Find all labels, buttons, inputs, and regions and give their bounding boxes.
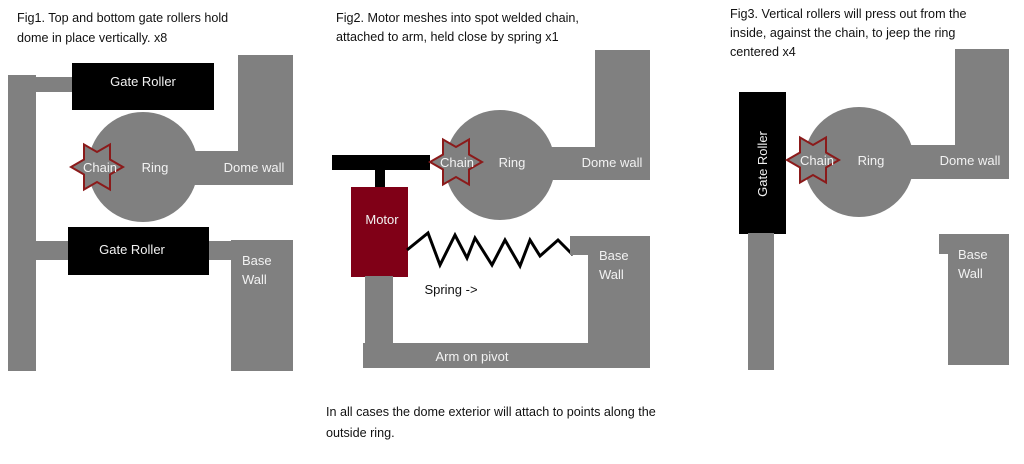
footer-note-line-2: outside ring. — [326, 426, 395, 440]
figure-1: Fig1. Top and bottom gate rollers hold d… — [8, 11, 293, 371]
dome-wall-vertical — [595, 50, 650, 150]
bottom-connector — [8, 241, 70, 260]
footer-note-line-1: In all cases the dome exterior will atta… — [326, 405, 656, 419]
fig3-caption-line-3: centered x4 — [730, 45, 796, 59]
chain-label: Chain — [440, 155, 474, 170]
fig1-caption-line-2: dome in place vertically. x8 — [17, 31, 167, 45]
ring-label: Ring — [858, 153, 885, 168]
spring-label: Spring -> — [424, 282, 477, 297]
base-wall-notch — [570, 236, 590, 255]
dome-wall — [548, 147, 650, 180]
figure-3: Fig3. Vertical rollers will press out fr… — [730, 7, 1009, 370]
fig2-caption-line-2: attached to arm, held close by spring x1 — [336, 30, 559, 44]
base-wall — [948, 234, 1009, 365]
top-gate-roller-label: Gate Roller — [110, 74, 176, 89]
motor — [351, 187, 408, 277]
ring — [804, 107, 914, 217]
vertical-gate-roller-label: Gate Roller — [755, 130, 770, 196]
base-wall-label-2: Wall — [599, 267, 624, 282]
dome-wall-vertical — [955, 49, 1009, 149]
dome-wall — [908, 145, 1009, 179]
base-wall-label-1: Base — [958, 247, 988, 262]
chain-star-icon — [784, 135, 842, 185]
ring-label: Ring — [499, 155, 526, 170]
chain-label: Chain — [800, 153, 834, 168]
motor-stem — [375, 169, 385, 188]
vertical-gate-roller — [739, 92, 786, 234]
chain-label: Chain — [83, 160, 117, 175]
fig3-caption-line-2: inside, against the chain, to jeep the r… — [730, 26, 955, 40]
arm-on-pivot — [363, 343, 607, 368]
base-connector — [209, 241, 233, 260]
arm-vertical — [365, 276, 393, 346]
dome-wall-label: Dome wall — [940, 153, 1001, 168]
dome-wall — [190, 151, 293, 185]
fig2-caption-line-1: Fig2. Motor meshes into spot welded chai… — [336, 11, 579, 25]
dome-wall-vertical — [238, 55, 293, 155]
drive-shaft — [332, 155, 430, 170]
fig3-caption-line-1: Fig3. Vertical rollers will press out fr… — [730, 7, 967, 21]
dome-wall-label: Dome wall — [582, 155, 643, 170]
ring-label: Ring — [142, 160, 169, 175]
base-wall-label-1: Base — [242, 253, 272, 268]
fig1-caption-line-1: Fig1. Top and bottom gate rollers hold — [17, 11, 228, 25]
top-connector — [8, 77, 74, 92]
roller-post — [748, 233, 774, 370]
base-wall-label-2: Wall — [958, 266, 983, 281]
motor-label: Motor — [365, 212, 399, 227]
chain-star-icon — [427, 137, 485, 187]
arm-label: Arm on pivot — [436, 349, 509, 364]
top-gate-roller — [72, 63, 214, 110]
chain-star-icon — [68, 142, 126, 192]
dome-wall-label: Dome wall — [224, 160, 285, 175]
bottom-gate-roller-label: Gate Roller — [99, 242, 165, 257]
figure-2: Fig2. Motor meshes into spot welded chai… — [332, 11, 650, 368]
base-wall-label-2: Wall — [242, 272, 267, 287]
ring — [88, 112, 198, 222]
base-wall-label-1: Base — [599, 248, 629, 263]
base-wall — [231, 240, 293, 371]
frame-post — [8, 75, 36, 371]
spring — [406, 230, 575, 270]
ring — [445, 110, 555, 220]
bottom-gate-roller — [68, 227, 209, 275]
